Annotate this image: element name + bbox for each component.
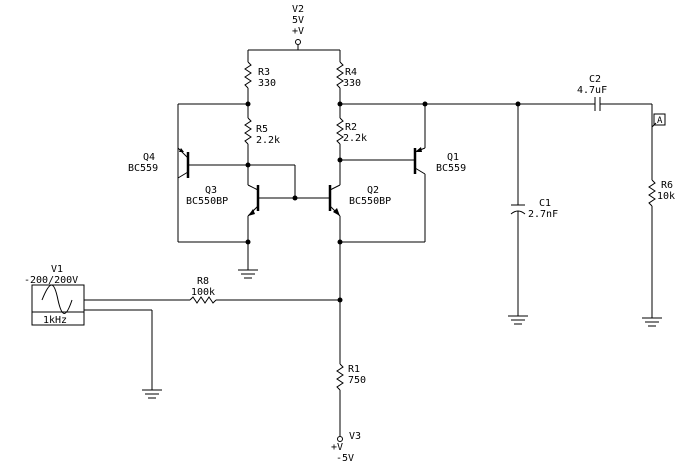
transistor-q3: Q3 BC550BP (186, 184, 260, 217)
ground-r6 (642, 317, 662, 327)
v3-terminal (337, 436, 343, 442)
resistor-r3: R3 330 (244, 61, 276, 89)
supply-v2: V2 5V +V (292, 4, 304, 50)
v3-value: -5V (336, 453, 354, 464)
v2-value: 5V (292, 15, 304, 26)
r3-value: 330 (258, 78, 276, 89)
q3-ref: Q3 (205, 185, 217, 196)
q3-model: BC550BP (186, 196, 228, 207)
r5-ref: R5 (256, 124, 268, 135)
v3-ref: V3 (349, 431, 361, 442)
v1-freq: 1kHz (43, 315, 67, 326)
v1-range: -200/200V (24, 275, 78, 286)
q1-model: BC559 (436, 163, 466, 174)
resistor-r4: R4 330 (336, 61, 361, 89)
capacitor-c2: C2 4.7uF (577, 74, 607, 111)
v2-terminal (295, 39, 301, 45)
r1-value: 750 (348, 375, 366, 386)
r2-value: 2.2k (343, 133, 367, 144)
r2-ref: R2 (345, 122, 357, 133)
q2-ref: Q2 (367, 185, 379, 196)
q4-model: BC559 (128, 163, 158, 174)
r8-ref: R8 (197, 276, 209, 287)
resistor-r5: R5 2.2k (244, 117, 280, 146)
probe-a: A (651, 113, 666, 128)
resistor-r8: R8 100k (189, 276, 217, 304)
resistor-r6: R6 10k (648, 179, 675, 207)
resistor-r1: R1 750 (336, 363, 366, 391)
c1-value: 2.7nF (528, 209, 558, 220)
ground-c1 (508, 315, 528, 325)
c2-value: 4.7uF (577, 85, 607, 96)
supply-v3: V3 +V -5V (331, 431, 361, 464)
r4-ref: R4 (345, 67, 357, 78)
r6-value: 10k (657, 191, 675, 202)
v2-ref: V2 (292, 4, 304, 15)
r8-value: 100k (191, 287, 215, 298)
q2-model: BC550BP (349, 196, 391, 207)
transistor-q2: Q2 BC550BP (328, 184, 391, 217)
ground-q3 (238, 269, 258, 279)
r6-ref: R6 (661, 180, 673, 191)
r3-ref: R3 (258, 67, 270, 78)
r4-value: 330 (343, 78, 361, 89)
c1-ref: C1 (539, 198, 551, 209)
source-v1: V1 -200/200V 1kHz (24, 264, 85, 326)
r1-ref: R1 (348, 364, 360, 375)
probe-label: A (657, 116, 663, 126)
c2-ref: C2 (589, 74, 601, 85)
q1-ref: Q1 (447, 152, 459, 163)
v1-ref: V1 (51, 264, 63, 275)
r5-value: 2.2k (256, 135, 280, 146)
v3-symbol: +V (331, 442, 343, 453)
transistor-q1: Q1 BC559 (413, 147, 466, 175)
q4-ref: Q4 (143, 152, 155, 163)
v2-symbol: +V (292, 26, 304, 37)
ground-v1 (142, 389, 162, 399)
transistor-q4: Q4 BC559 (128, 147, 190, 179)
resistor-r2: R2 2.2k (336, 117, 367, 145)
